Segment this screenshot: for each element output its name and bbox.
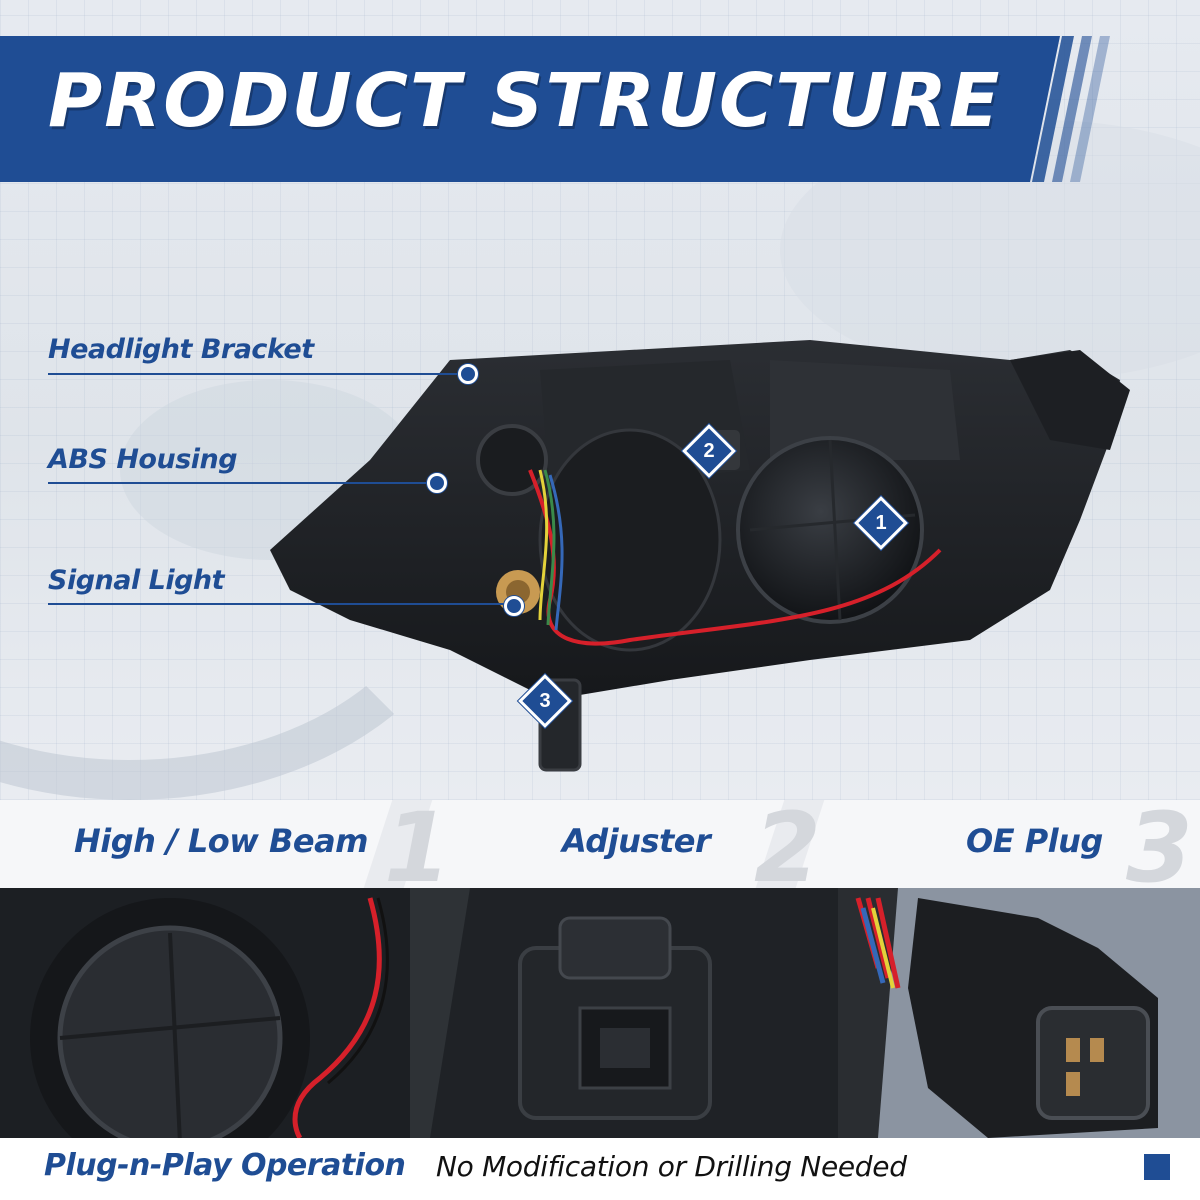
callout-leader-line (48, 373, 468, 375)
headlight-assembly-image (270, 340, 1130, 772)
callout-headlight-bracket-label: Headlight Bracket (48, 334, 314, 365)
feature-number-2: 2 (754, 800, 821, 888)
callout-leader-line (48, 603, 508, 605)
feature-label-oe-plug: OE Plug (966, 822, 1103, 860)
footer-accent-square (1144, 1154, 1170, 1180)
feature-number-3: 3 (1126, 800, 1193, 888)
callout-dot (458, 364, 478, 384)
footer-subtext: No Modification or Drilling Needed (436, 1150, 907, 1183)
feature-label-adjuster: Adjuster (562, 822, 711, 860)
callout-abs-housing-label: ABS Housing (48, 444, 238, 475)
footer-headline: Plug-n-Play Operation (44, 1148, 406, 1183)
callout-leader-line (48, 482, 432, 484)
photo-adjuster (410, 888, 838, 1138)
detail-photos (0, 888, 1200, 1138)
title-banner (0, 36, 1110, 182)
feature-label-high-low-beam: High / Low Beam (74, 822, 369, 860)
feature-number-1: 1 (384, 800, 451, 888)
callout-signal-light-label: Signal Light (48, 565, 225, 596)
callout-dot (504, 596, 524, 616)
hero-section: PRODUCT STRUCTURE (0, 0, 1200, 800)
footer-bar: Plug-n-Play Operation No Modification or… (0, 1138, 1200, 1200)
photo-oe-plug (838, 888, 1200, 1138)
photo-high-low-beam (0, 888, 410, 1138)
page-title: PRODUCT STRUCTURE (48, 58, 1002, 144)
feature-strip: 1 High / Low Beam 2 Adjuster 3 OE Plug (0, 800, 1200, 888)
callout-dot (427, 473, 447, 493)
